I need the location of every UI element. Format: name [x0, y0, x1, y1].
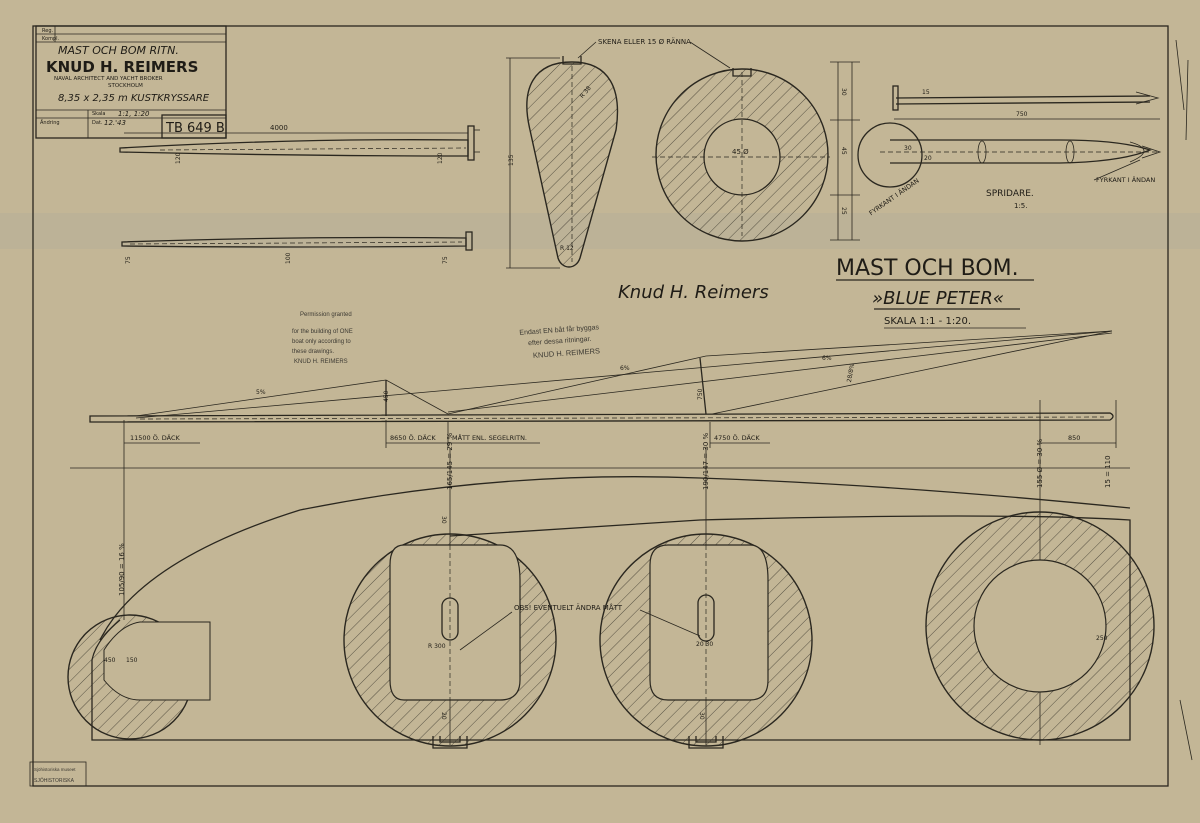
- section-label-2: 165/145 = 29 %: [446, 432, 454, 490]
- block-title: MAST OCH BOM RITN.: [58, 44, 179, 57]
- section-c2: 20: [440, 712, 447, 720]
- section-radius: R 300: [428, 643, 446, 650]
- ring-d3: 25: [840, 207, 847, 215]
- spreader-length: 750: [1016, 111, 1028, 118]
- boom-length: 4000: [270, 124, 288, 132]
- section-c3: 30: [698, 712, 705, 720]
- spreader-label: SPRIDARE.: [986, 189, 1034, 199]
- mast-angle-c: 6%: [822, 355, 832, 362]
- scan-band: [0, 213, 1200, 249]
- mast-mark-a: 11500 Ö. DÄCK: [130, 433, 180, 442]
- build-stamp: Endast EN båt får byggas efter dessa rit…: [519, 323, 601, 360]
- boom-dim-e: 75: [442, 256, 449, 264]
- section-label-1: 105/90 = 16 %: [118, 543, 126, 596]
- mast-mark-d: 850: [1068, 434, 1080, 442]
- mast-mark-c: 4750 Ö. DÄCK: [714, 433, 760, 442]
- mast-sections: 105/90 = 16 % 165/145 = 29 % 190/147 = 3…: [67, 432, 1155, 749]
- section-c1: 30: [440, 516, 447, 524]
- build-line-2: efter dessa ritningar.: [528, 336, 592, 347]
- section-label-3: 190/147 = 30 %: [702, 432, 710, 490]
- mast-long-view: 5% 6% 6% 28/8% 450 750 11500 Ö. DÄCK 865…: [89, 330, 1117, 448]
- spreader-d3: 20: [924, 155, 932, 162]
- section-right: 250: [1096, 635, 1108, 642]
- margin-marks: [1175, 39, 1193, 761]
- section-label-5: 15 = 110: [1104, 455, 1112, 488]
- build-line-1: Endast EN båt får byggas: [519, 323, 600, 337]
- boom-dim-d: 100: [285, 252, 292, 264]
- spreader-note-left: FYRKANT I ÄNDAN: [867, 176, 921, 217]
- heading-boat: »BLUE PETER«: [872, 288, 1004, 309]
- scale-label: Skala: [92, 111, 106, 117]
- perm-line-1: for the building of ONE: [292, 329, 353, 335]
- spreader-note-right: FYRKANT I ÄNDAN: [1096, 175, 1155, 184]
- change-label: Ändring: [40, 119, 60, 126]
- date-label: Dat.: [92, 120, 103, 126]
- boom-cross-section: 135 R 38 R 12: [506, 56, 619, 269]
- firm-city: STOCKHOLM: [108, 83, 143, 89]
- firm-sub: NAVAL ARCHITECT AND YACHT BROKER: [54, 76, 163, 82]
- spreader-detail: 750 15 30 20 FYRKANT I ÄNDAN FYRKANT I Ä…: [857, 85, 1162, 217]
- section-w2: 150: [126, 657, 138, 664]
- heading-scale: SKALA 1:1 - 1:20.: [884, 316, 971, 327]
- section-note: OBS! EVENTUELT ÄNDRA MÅTT: [514, 603, 623, 612]
- boom-dim-c: 75: [125, 256, 132, 264]
- ring-section: 45 Ø 30 45 25: [652, 61, 860, 242]
- perm-line-3: these drawings.: [292, 349, 334, 355]
- section-inner: 20 30: [696, 641, 713, 648]
- section-height: 135: [508, 154, 515, 166]
- spreader-d1: 15: [922, 89, 930, 96]
- boat-type: 8,35 x 2,35 m KUSTKRYSSARE: [58, 93, 210, 104]
- ring-d1: 30: [840, 88, 847, 96]
- section-r-bot: R 12: [560, 245, 574, 252]
- scale-value: 1:1, 1:20: [118, 110, 150, 118]
- heading-main: MAST OCH BOM.: [836, 256, 1019, 281]
- archive-line-1: Sjöhistoriska museet: [34, 767, 76, 772]
- spreader-d2: 30: [904, 145, 912, 152]
- mast-angle-d: 28/8%: [846, 363, 856, 383]
- mast-spreader-b: 750: [697, 388, 704, 400]
- spreader-scale: 1:5.: [1014, 202, 1028, 210]
- cell-reg: Reg.: [42, 28, 53, 34]
- section-w1: 450: [104, 657, 116, 664]
- boom-dim-a: 120: [175, 152, 182, 164]
- date-value: 12.'43: [104, 119, 126, 127]
- mast-spreader-a: 450: [383, 390, 390, 402]
- mast-angle-b: 6%: [620, 365, 630, 372]
- archive-stamp: Sjöhistoriska museet SJÖHISTORISKA: [29, 761, 87, 787]
- drawing-number: TB 649 B: [165, 121, 225, 136]
- track-leaders: [577, 41, 731, 69]
- perm-title: Permission granted: [300, 312, 352, 318]
- perm-line-4: KNUD H. REIMERS: [294, 359, 348, 365]
- track-note: SKENA ELLER 15 Ø RÄNNA: [598, 37, 691, 46]
- title-block: Reg. Kompl. MAST OCH BOM RITN. KNUD H. R…: [35, 25, 227, 139]
- border: [32, 25, 1169, 787]
- ring-d2: 45: [840, 147, 847, 155]
- cell-kompl: Kompl.: [42, 36, 60, 42]
- boom-dim-b: 120: [437, 152, 444, 164]
- permission-stamp: Permission granted for the building of O…: [292, 312, 353, 365]
- ring-hole: 45 Ø: [732, 148, 749, 156]
- mast-angle-a: 5%: [256, 389, 266, 396]
- mast-mark-b: 8650 Ö. DÄCK: [390, 433, 436, 442]
- heading: MAST OCH BOM. »BLUE PETER« SKALA 1:1 - 1…: [836, 256, 1034, 329]
- mast-mark-note: MÅTT ENL. SEGELRITN.: [452, 433, 527, 442]
- boom-side-view: 4000 120 120 75 100 75: [119, 124, 480, 264]
- signature: Knud H. Reimers: [618, 282, 769, 303]
- perm-line-2: boat only according to: [292, 339, 351, 345]
- archive-line-2: SJÖHISTORISKA: [34, 777, 75, 784]
- build-line-3: KNUD H. REIMERS: [533, 346, 601, 360]
- firm-name: KNUD H. REIMERS: [46, 58, 198, 76]
- section-label-4: 155 Ø = 30 %: [1036, 438, 1044, 488]
